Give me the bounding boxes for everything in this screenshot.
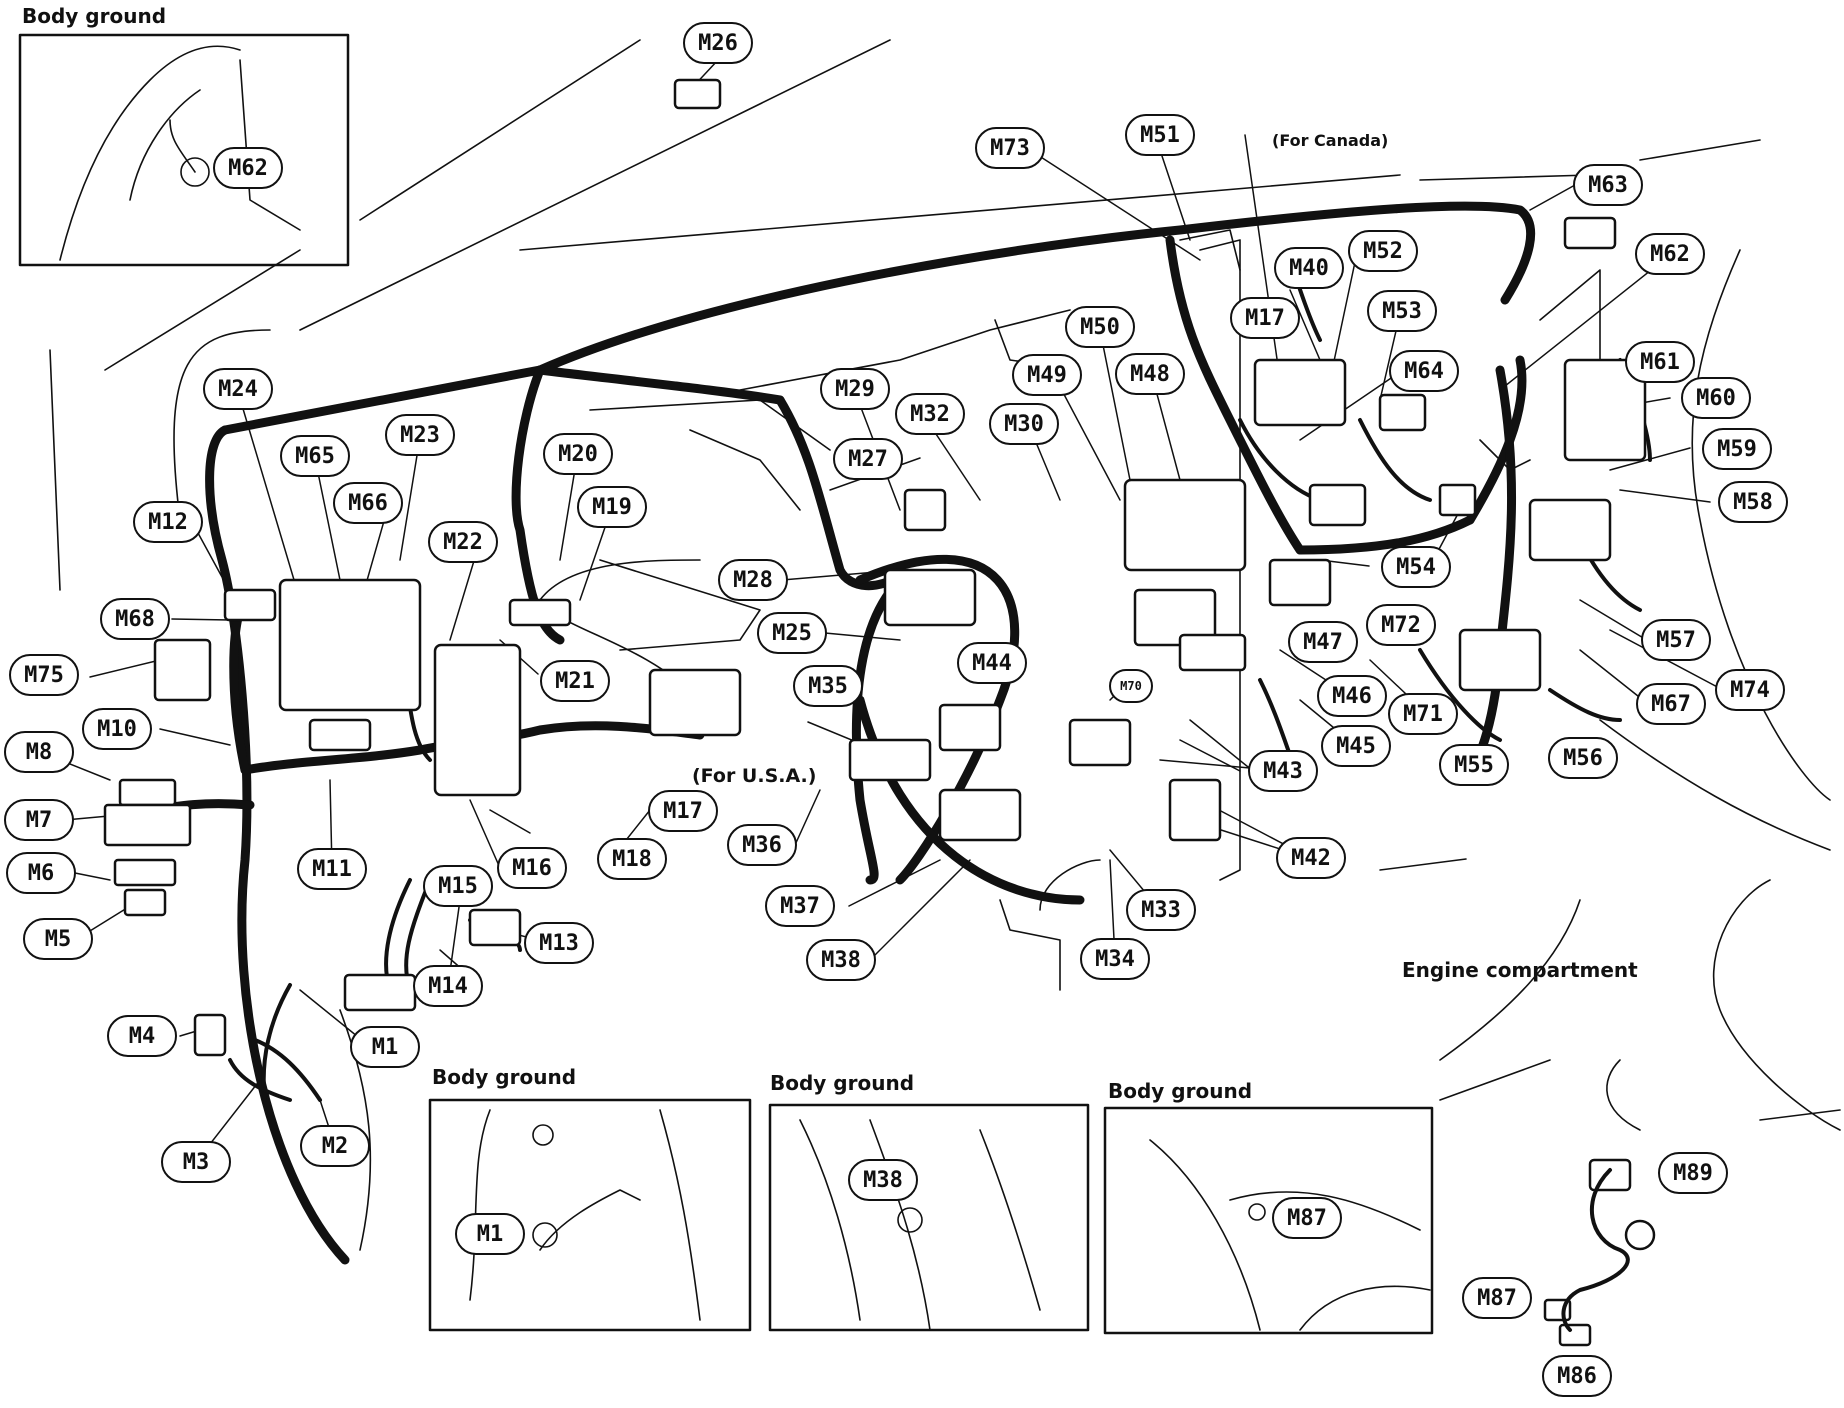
callout-m10: M10 <box>82 708 152 750</box>
callout-m6: M6 <box>6 852 76 894</box>
callout-m7: M7 <box>4 799 74 841</box>
callout-m3: M3 <box>161 1141 231 1183</box>
callout-m15: M15 <box>423 865 493 907</box>
callout-m25: M25 <box>757 612 827 654</box>
callout-m12: M12 <box>133 501 203 543</box>
for-canada-note: (For Canada) <box>1272 131 1389 150</box>
callout-m48: M48 <box>1115 353 1185 395</box>
callout-m44: M44 <box>957 642 1027 684</box>
callout-m8: M8 <box>4 731 74 773</box>
callout-m71: M71 <box>1388 693 1458 735</box>
callout-m54: M54 <box>1381 546 1451 588</box>
callout-m34: M34 <box>1080 938 1150 980</box>
callout-m1: M1 <box>350 1026 420 1068</box>
callout-m74: M74 <box>1715 669 1785 711</box>
callout-m87-inset: M87 <box>1272 1197 1342 1239</box>
callout-m89: M89 <box>1658 1152 1728 1194</box>
callout-m65: M65 <box>280 435 350 477</box>
callout-m87: M87 <box>1462 1277 1532 1319</box>
callout-m40: M40 <box>1274 247 1344 289</box>
callout-m22: M22 <box>428 521 498 563</box>
callout-m67: M67 <box>1636 683 1706 725</box>
callout-m86: M86 <box>1542 1355 1612 1397</box>
callout-m28: M28 <box>718 559 788 601</box>
callout-m13: M13 <box>524 922 594 964</box>
callout-m26: M26 <box>683 22 753 64</box>
callout-m51: M51 <box>1125 114 1195 156</box>
callout-m42: M42 <box>1276 837 1346 879</box>
callout-m75: M75 <box>9 654 79 696</box>
engine-sensor-wiring <box>1561 1168 1656 1332</box>
callout-m45: M45 <box>1321 725 1391 767</box>
callout-m37: M37 <box>765 885 835 927</box>
engine-compartment-title: Engine compartment <box>1402 958 1638 982</box>
callout-m2: M2 <box>300 1125 370 1167</box>
callout-m50: M50 <box>1065 306 1135 348</box>
callout-m38: M38 <box>806 939 876 981</box>
callout-m17-usa: M17 <box>648 790 718 832</box>
inset-frames <box>18 33 1434 1335</box>
callout-m73: M73 <box>975 127 1045 169</box>
callout-m30: M30 <box>989 403 1059 445</box>
callout-m20: M20 <box>543 433 613 475</box>
callout-m68: M68 <box>100 598 170 640</box>
for-usa-note: (For U.S.A.) <box>692 765 817 787</box>
callout-m61: M61 <box>1625 341 1695 383</box>
connector-blocks <box>103 78 1647 1347</box>
callout-m59: M59 <box>1702 428 1772 470</box>
callout-m35: M35 <box>793 665 863 707</box>
callout-m70: M70 <box>1109 669 1153 703</box>
callout-m5: M5 <box>23 918 93 960</box>
body-ground-title-top: Body ground <box>22 4 167 28</box>
callout-m53: M53 <box>1367 290 1437 332</box>
callout-m60: M60 <box>1681 377 1751 419</box>
callout-m66: M66 <box>333 482 403 524</box>
callout-m56: M56 <box>1548 737 1618 779</box>
callout-m21: M21 <box>540 660 610 702</box>
body-ground-title-left: Body ground <box>432 1065 577 1089</box>
callout-m43: M43 <box>1248 750 1318 792</box>
callout-m29: M29 <box>820 368 890 410</box>
callout-m19: M19 <box>577 486 647 528</box>
callout-m23: M23 <box>385 414 455 456</box>
callout-m46: M46 <box>1317 675 1387 717</box>
callout-m64: M64 <box>1389 350 1459 392</box>
callout-m72: M72 <box>1366 604 1436 646</box>
callout-m55: M55 <box>1439 744 1509 786</box>
callout-m24: M24 <box>203 368 273 410</box>
callout-m4: M4 <box>107 1015 177 1057</box>
callout-m14: M14 <box>413 965 483 1007</box>
callout-m27: M27 <box>833 438 903 480</box>
callout-m33: M33 <box>1126 889 1196 931</box>
callout-m63: M63 <box>1573 164 1643 206</box>
inset-sketch-lines <box>59 45 1431 1331</box>
callout-m52: M52 <box>1348 230 1418 272</box>
callout-m62-inset: M62 <box>213 147 283 189</box>
callout-m11: M11 <box>297 848 367 890</box>
callout-m18: M18 <box>597 838 667 880</box>
callout-m1-inset: M1 <box>455 1213 525 1255</box>
body-ground-title-middle: Body ground <box>770 1071 915 1095</box>
callout-m38-inset: M38 <box>848 1159 918 1201</box>
callout-m16: M16 <box>497 847 567 889</box>
body-ground-title-right: Body ground <box>1108 1079 1253 1103</box>
callout-m36: M36 <box>727 824 797 866</box>
callout-m47: M47 <box>1288 621 1358 663</box>
callout-m57: M57 <box>1641 619 1711 661</box>
callout-m58: M58 <box>1718 481 1788 523</box>
callout-m32: M32 <box>895 393 965 435</box>
callout-m49: M49 <box>1012 354 1082 396</box>
callout-m17-canada: M17 <box>1230 297 1300 339</box>
callout-m62: M62 <box>1635 233 1705 275</box>
